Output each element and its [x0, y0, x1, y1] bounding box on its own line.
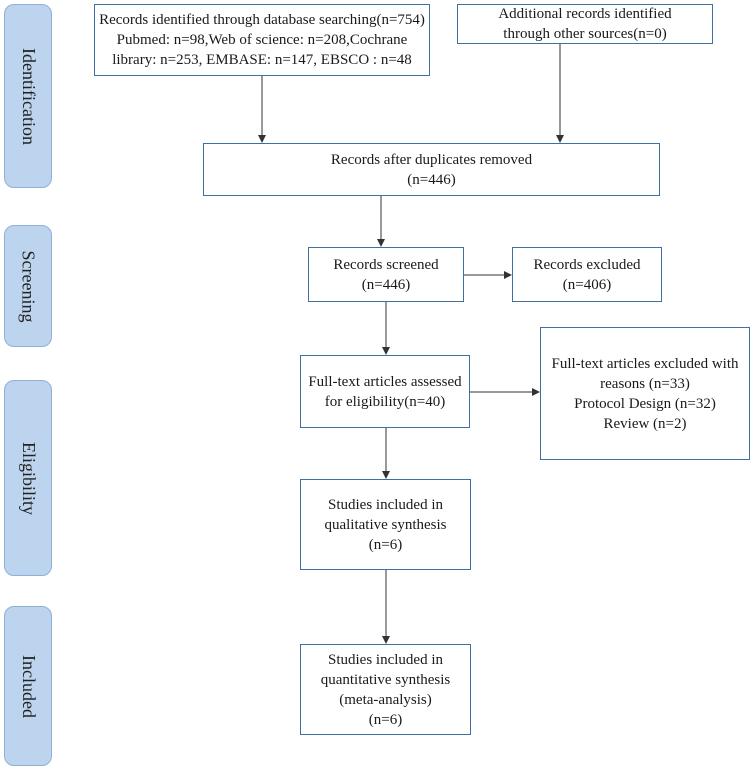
box-records-screened: Records screened (n=446) [308, 247, 464, 302]
box-fulltext-assessed: Full-text articles assessed for eligibil… [300, 355, 470, 428]
fulltext-assessed-line1: Full-text articles assessed [308, 373, 462, 390]
screened-line2: (n=446) [361, 276, 411, 293]
box-fulltext-excluded: Full-text articles excluded with reasons… [540, 327, 750, 460]
box-duplicates-removed: Records after duplicates removed (n=446) [203, 143, 660, 196]
duplicates-line2: (n=446) [407, 171, 456, 188]
database-line2: Pubmed: n=98,Web of science: n=208,Cochr… [116, 32, 408, 48]
excluded-line1: Records excluded [533, 256, 641, 273]
qualitative-line1: Studies included in [328, 496, 443, 513]
excluded-line2: (n=406) [562, 276, 612, 293]
qualitative-line2: qualitative synthesis [324, 516, 447, 533]
phase-screening: Screening [4, 225, 52, 347]
fulltext-excluded-line2: reasons (n=33) [600, 375, 690, 392]
screened-line1: Records screened [333, 256, 439, 273]
box-other-sources: Additional records identified through ot… [457, 4, 713, 44]
fulltext-excluded-line3: Protocol Design (n=32) [574, 395, 716, 412]
box-records-excluded: Records excluded (n=406) [512, 247, 662, 302]
box-quantitative-synthesis: Studies included in quantitative synthes… [300, 644, 471, 735]
database-line1: Records identified through database sear… [99, 12, 425, 28]
quantitative-line1: Studies included in [328, 651, 443, 668]
box-qualitative-synthesis: Studies included in qualitative synthesi… [300, 479, 471, 570]
other-sources-line2: through other sources(n=0) [503, 26, 667, 42]
quantitative-line4: (n=6) [368, 711, 403, 728]
phase-identification: Identification [4, 4, 52, 188]
qualitative-line3: (n=6) [368, 536, 403, 553]
fulltext-assessed-line2: for eligibility(n=40) [324, 393, 446, 410]
fulltext-excluded-line1: Full-text articles excluded with [551, 355, 739, 372]
other-sources-line1: Additional records identified [498, 6, 672, 22]
quantitative-line3: (meta-analysis) [339, 691, 432, 708]
duplicates-line1: Records after duplicates removed [330, 151, 533, 168]
phase-included: Included [4, 606, 52, 766]
fulltext-excluded-line4: Review (n=2) [603, 415, 687, 432]
database-line3: library: n=253, EMBASE: n=147, EBSCO : n… [112, 52, 412, 68]
phase-eligibility: Eligibility [4, 380, 52, 576]
box-database-searching: Records identified through database sear… [94, 4, 430, 76]
quantitative-line2: quantitative synthesis [320, 671, 451, 688]
